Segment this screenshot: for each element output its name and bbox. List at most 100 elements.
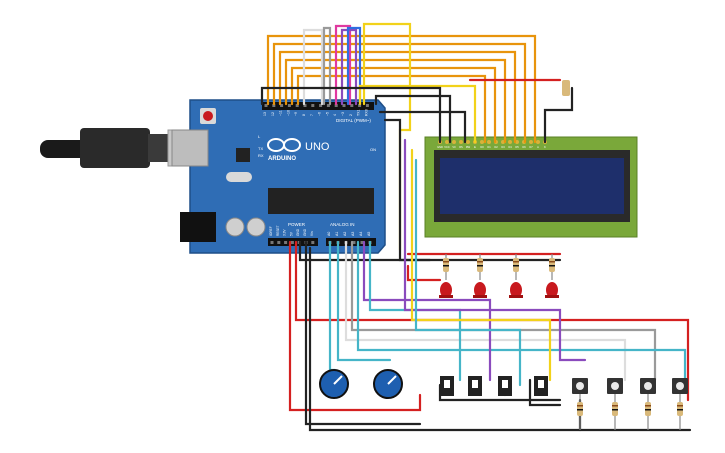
led-icon[interactable] — [474, 282, 486, 298]
lcd-pin-label: D6 — [522, 145, 526, 149]
potentiometer-1[interactable] — [319, 369, 349, 399]
lcd-pin-label: D3 — [501, 145, 505, 149]
led-icon[interactable] — [546, 282, 558, 298]
lcd-pin-label: D1 — [487, 145, 491, 149]
lcd-pin[interactable] — [452, 140, 456, 144]
digital-pin-label: ~10 — [286, 110, 290, 116]
lcd-pin-label: D2 — [494, 145, 498, 149]
digital-pin-label: 12 — [271, 112, 275, 116]
lcd-pin[interactable] — [480, 140, 484, 144]
arduino-uno-board[interactable]: ARDUINO UNO DIGITAL (PWM~) ANALOG IN POW… — [171, 99, 386, 254]
lcd-pin-label: VCC — [444, 145, 450, 149]
digital-pin[interactable] — [342, 104, 346, 107]
power-pin-label: 5V — [289, 231, 293, 236]
lcd-pin[interactable] — [445, 140, 449, 144]
resistor-icon — [562, 80, 570, 96]
uno-model-text: UNO — [305, 141, 330, 153]
power-pin[interactable] — [277, 241, 281, 244]
digital-pin-label: 4 — [333, 114, 337, 116]
rx-label: RX — [258, 153, 264, 158]
digital-pin-label: ~5 — [325, 112, 329, 116]
digital-pin[interactable] — [365, 104, 369, 107]
analog-pin-label: A4 — [359, 232, 363, 236]
digital-pin[interactable] — [334, 104, 338, 107]
on-led-label: ON — [370, 147, 376, 152]
analog-pin-label: A1 — [335, 232, 339, 236]
analog-pin-label: A5 — [367, 232, 371, 236]
digital-pin-label: ~9 — [294, 112, 298, 116]
button-cap-icon — [611, 382, 619, 390]
lcd-pin-label: D5 — [515, 145, 519, 149]
digital-pin-label: ~6 — [318, 112, 322, 116]
arduino-brand-text: ARDUINO — [268, 156, 296, 162]
led-icon[interactable] — [510, 282, 522, 298]
power-pin[interactable] — [284, 241, 288, 244]
analog-pin-label: A3 — [351, 232, 355, 236]
analog-pin[interactable] — [360, 241, 364, 244]
digital-pin-header[interactable] — [262, 102, 374, 110]
arduino-logo — [267, 138, 301, 152]
slide-switches[interactable] — [440, 376, 548, 396]
lcd-pin[interactable] — [459, 140, 463, 144]
lcd-pin-label: D4 — [508, 145, 512, 149]
led-array[interactable] — [439, 254, 559, 298]
lcd-pin-label: A — [537, 145, 539, 149]
power-pin-label: 3.3V — [283, 229, 287, 236]
digital-pin[interactable] — [287, 104, 291, 107]
lcd-pin[interactable] — [536, 140, 540, 144]
lcd-pin-label: K — [544, 145, 546, 149]
power-pin-label: RESET — [276, 225, 280, 236]
lcd-pin-label: GND — [437, 145, 443, 149]
digital-pin[interactable] — [280, 104, 284, 107]
digital-pin-label: 2 — [349, 114, 353, 116]
digital-pin-label: TX1 — [357, 110, 361, 116]
lcd-screen — [440, 158, 624, 214]
power-pin[interactable] — [270, 241, 274, 244]
lcd-pin[interactable] — [508, 140, 512, 144]
power-pin-label: IOREF — [269, 226, 273, 236]
atmega-chip — [268, 188, 374, 214]
power-header-label: POWER — [288, 222, 306, 227]
digital-pin[interactable] — [326, 104, 330, 107]
power-pin[interactable] — [311, 241, 315, 244]
digital-pin-label: RX0 — [364, 109, 368, 116]
power-pin-label: GND — [296, 228, 300, 236]
lcd-pin[interactable] — [466, 140, 470, 144]
digital-pin[interactable] — [319, 104, 323, 107]
analog-pin-label: A0 — [327, 232, 331, 236]
power-pin-label: Vin — [310, 231, 314, 236]
wires[interactable] — [260, 22, 692, 432]
digital-pin[interactable] — [303, 104, 307, 107]
potentiometer-2[interactable] — [373, 369, 403, 399]
lcd-pin[interactable] — [487, 140, 491, 144]
push-buttons[interactable] — [572, 378, 688, 430]
l-led-label: L — [258, 134, 261, 139]
digital-pin[interactable] — [272, 104, 276, 107]
tx-label: TX — [258, 146, 263, 151]
digital-pin[interactable] — [295, 104, 299, 107]
button-cap-icon — [576, 382, 584, 390]
digital-pin-label: ~3 — [341, 112, 345, 116]
led-icon[interactable] — [440, 282, 452, 298]
digital-pin[interactable] — [311, 104, 315, 107]
lcd-pin-label: V0 — [452, 145, 456, 149]
digital-pin[interactable] — [350, 104, 354, 107]
capacitor-icon — [246, 217, 266, 237]
lcd-pin[interactable] — [529, 140, 533, 144]
analog-header-label: ANALOG IN — [330, 222, 355, 227]
button-cap-icon — [676, 382, 684, 390]
power-pin[interactable] — [290, 241, 294, 244]
digital-pin-label: 8 — [302, 114, 306, 116]
lcd-pin-label: D0 — [480, 145, 484, 149]
power-pin-label: GND — [303, 228, 307, 236]
digital-pin-label: 7 — [310, 114, 314, 116]
lcd-pin-label: RS — [459, 145, 463, 149]
digital-pin[interactable] — [264, 104, 268, 107]
digital-pin[interactable] — [358, 104, 362, 107]
button-cap-icon — [644, 382, 652, 390]
digital-pin-label: 13 — [263, 112, 267, 116]
analog-pin[interactable] — [352, 241, 356, 244]
